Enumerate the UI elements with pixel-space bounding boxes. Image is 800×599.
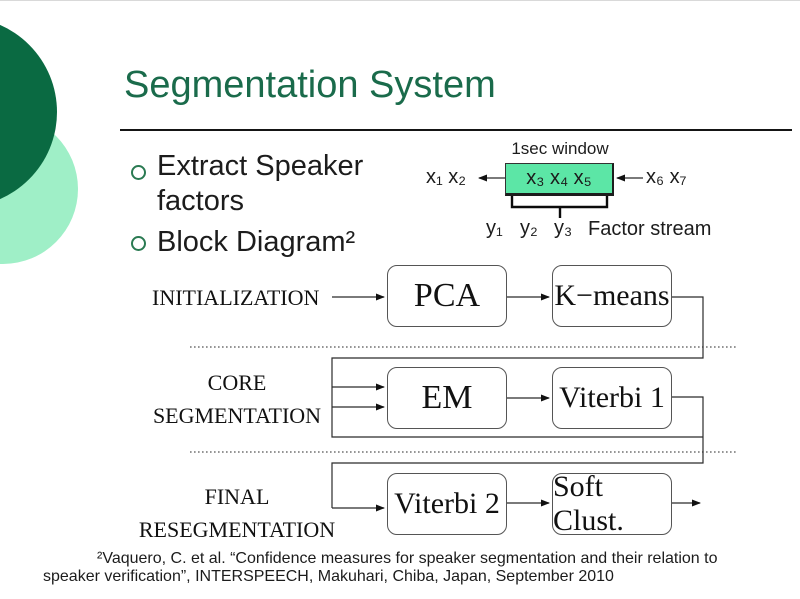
footnote-citation: ²Vaquero, C. et al. “Confidence measures… [43,550,795,586]
page-title: Segmentation System [124,64,496,106]
box-pca: PCA [387,265,507,327]
bullet-circle-icon [131,165,146,180]
bullet-line: Extract Speaker [157,150,364,182]
box-softclust: Soft Clust. [552,470,672,537]
stage-line: CORE [207,370,267,395]
factor-stream-label: Factor stream [588,218,712,240]
stage-label-final-resegmentation: FINAL RESEGMENTATION [138,480,336,546]
stage-label-core-segmentation: CORE SEGMENTATION [138,366,336,432]
bullet-circle-icon [131,236,146,251]
stage-line: RESEGMENTATION [138,517,336,542]
frames-left-label: x₁ x₂ [426,166,467,188]
stage-line: SEGMENTATION [152,403,322,428]
factor-output-label: y₃ [554,217,573,239]
bullet-line: factors [157,185,245,217]
window-duration-label: 1sec window [511,139,609,158]
sliding-window-box: x₃ x₄ x₅ [505,163,614,196]
bullet-extract-speaker-factors: Extract Speaker factors [157,149,363,219]
footnote-line: ²Vaquero, C. et al. “Confidence measures… [97,550,718,567]
box-kmeans: K−means [552,265,672,327]
box-viterbi2: Viterbi 2 [387,473,507,535]
factor-output-label: y₁ [486,217,503,239]
bracket-icon [510,196,609,218]
bullet-block-diagram: Block Diagram² [157,226,356,258]
box-viterbi1: Viterbi 1 [552,367,672,429]
footnote-line: speaker verification”, INTERSPEECH, Maku… [43,568,614,585]
stage-label-initialization: INITIALIZATION [152,285,320,310]
frames-right-label: x₆ x₇ [646,166,687,188]
stage-line: FINAL [204,484,270,509]
line-kmeans-to-em-loop [331,296,704,438]
top-edge-divider [0,0,800,1]
line-viterbi1-down [331,396,704,508]
box-em: EM [387,367,507,429]
title-underline [120,129,792,131]
factor-output-label: y₂ [520,217,538,239]
